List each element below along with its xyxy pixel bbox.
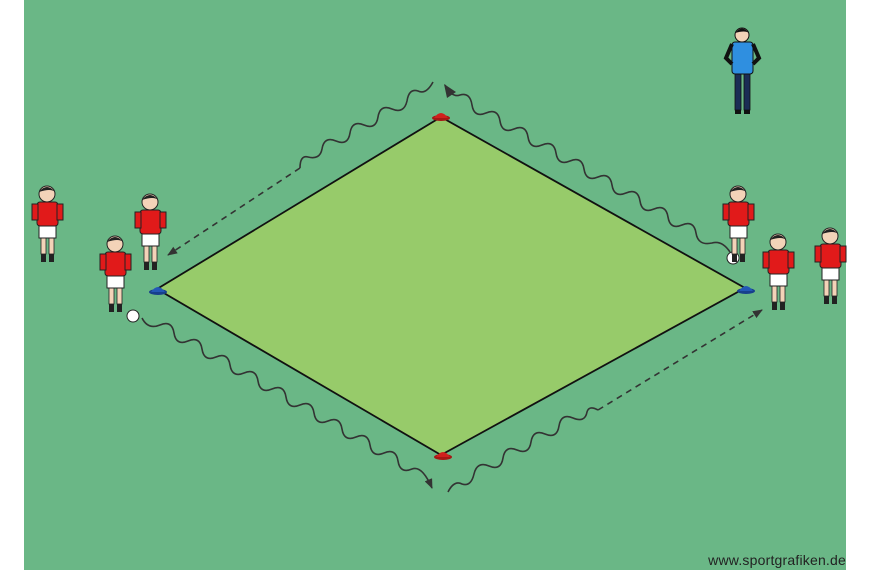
run-line-left [167,167,301,256]
cone-icon [737,286,755,294]
dribble-path-bottom-right [447,407,599,493]
dribble-path-top-left [299,81,434,169]
cone-icon [149,287,167,295]
cone-icon [432,113,450,121]
coach-icon [723,27,762,114]
credit-watermark: www.sportgrafiken.de [708,552,846,568]
dribble-path-bottom-left [141,317,433,489]
ball-icon [126,309,140,323]
dribble-path-top-right [444,84,731,253]
cone-icon [434,452,452,460]
dribble-arrow-head-top-right [444,84,456,98]
